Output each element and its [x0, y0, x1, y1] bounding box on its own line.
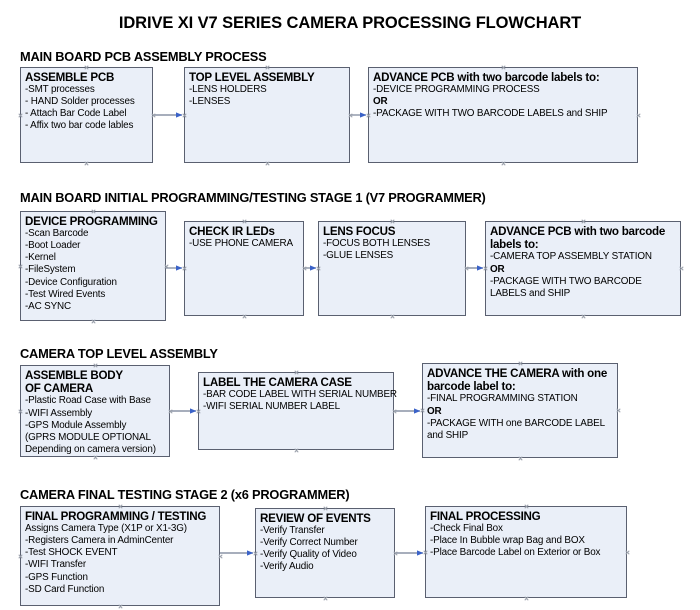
node-final-processing[interactable]: FINAL PROCESSING -Check Final Box -Place…: [425, 506, 627, 598]
node-line: -Verify Correct Number: [260, 537, 358, 549]
node-line: -GLUE LENSES: [323, 250, 394, 262]
node-line: -SMT processes: [25, 84, 95, 96]
node-assemble-pcb[interactable]: ASSEMBLE PCB -SMT processes - HAND Solde…: [20, 67, 153, 163]
node-line: -PACKAGE WITH one BARCODE LABEL and SHIP: [427, 417, 605, 441]
node-line: -Boot Loader: [25, 240, 81, 252]
node-line: Assigns Camera Type (X1P or X1-3G): [25, 523, 187, 535]
node-title: ADVANCE PCB with two barcode labels to:: [490, 225, 666, 252]
node-line: -Plastic Road Case with Base: [25, 395, 151, 407]
page-title: IDRIVE XI V7 SERIES CAMERA PROCESSING FL…: [118, 14, 582, 32]
node-lens-focus[interactable]: LENS FOCUS -FOCUS BOTH LENSES -GLUE LENS…: [318, 221, 466, 316]
node-line: OR: [373, 96, 388, 108]
node-title: FINAL PROGRAMMING / TESTING: [25, 510, 207, 523]
node-title: ASSEMBLE PCB: [25, 71, 115, 84]
node-line: -LENS HOLDERS: [189, 84, 267, 96]
node-line: -Place In Bubble wrap Bag and BOX: [430, 535, 585, 547]
node-device-programming[interactable]: DEVICE PROGRAMMING -Scan Barcode -Boot L…: [20, 211, 166, 321]
node-line: -DEVICE PROGRAMMING PROCESS: [373, 84, 540, 96]
node-review-of-events[interactable]: REVIEW OF EVENTS -Verify Transfer -Verif…: [255, 508, 395, 598]
node-line: -Verify Quality of Video: [260, 549, 357, 561]
node-line: -PACKAGE WITH TWO BARCODE LABELS and SHI…: [373, 108, 608, 120]
node-label-the-camera-case[interactable]: LABEL THE CAMERA CASE -BAR CODE LABEL WI…: [198, 372, 397, 450]
node-title: ADVANCE PCB with two barcode labels to:: [373, 71, 600, 84]
node-assemble-body-of-camera[interactable]: ASSEMBLE BODY OF CAMERA -Plastic Road Ca…: [20, 365, 170, 457]
node-line: Depending on camera version): [25, 443, 156, 455]
node-line: - Attach Bar Code Label: [25, 108, 127, 120]
section-header-camera-top-level-assembly: CAMERA TOP LEVEL ASSEMBLY: [20, 346, 218, 361]
node-line: (GPRS MODULE OPTIONAL: [25, 431, 151, 443]
node-line: -Verify Transfer: [260, 525, 325, 537]
node-line: -CAMERA TOP ASSEMBLY STATION: [490, 251, 652, 263]
node-line: OR: [490, 263, 505, 275]
node-line: - HAND Solder processes: [25, 96, 135, 108]
node-check-ir-leds[interactable]: CHECK IR LEDs -USE PHONE CAMERA: [184, 221, 304, 316]
node-line: -Registers Camera in AdminCenter: [25, 535, 174, 547]
node-line: -FOCUS BOTH LENSES: [323, 238, 431, 250]
node-line: -Kernel: [25, 252, 56, 264]
node-line: OR: [427, 405, 442, 417]
node-title: ADVANCE THE CAMERA with one barcode labe…: [427, 367, 608, 394]
node-line: -Test SHOCK EVENT: [25, 547, 118, 559]
node-title: ASSEMBLE BODY OF CAMERA: [25, 369, 123, 396]
node-title: LENS FOCUS: [323, 225, 396, 238]
node-line: -Device Configuration: [25, 276, 117, 288]
node-top-level-assembly[interactable]: TOP LEVEL ASSEMBLY -LENS HOLDERS -LENSES: [184, 67, 350, 163]
node-title: REVIEW OF EVENTS: [260, 512, 371, 525]
node-line: -Test Wired Events: [25, 288, 106, 300]
section-header-camera-final-testing-stage-2: CAMERA FINAL TESTING STAGE 2 (x6 PROGRAM…: [20, 487, 350, 502]
node-advance-camera-one-barcode-label[interactable]: ADVANCE THE CAMERA with one barcode labe…: [422, 363, 618, 458]
node-line: -Scan Barcode: [25, 228, 89, 240]
node-line: -GPS Module Assembly: [25, 419, 127, 431]
node-title: TOP LEVEL ASSEMBLY: [189, 71, 315, 84]
node-line: -GPS Function: [25, 571, 88, 583]
node-line: -WIFI SERIAL NUMBER LABEL: [203, 401, 340, 413]
node-line: -Verify Audio: [260, 561, 314, 573]
node-title: DEVICE PROGRAMMING: [25, 215, 158, 228]
node-title: FINAL PROCESSING: [430, 510, 541, 523]
node-line: -WIFI Assembly: [25, 407, 93, 419]
node-final-programming-testing[interactable]: FINAL PROGRAMMING / TESTING Assigns Came…: [20, 506, 220, 606]
node-title: CHECK IR LEDs: [189, 225, 275, 238]
node-line: -SD Card Function: [25, 583, 105, 595]
node-line: -PACKAGE WITH TWO BARCODE LABELS and SHI…: [490, 275, 642, 299]
node-line: -USE PHONE CAMERA: [189, 238, 293, 250]
node-line: -BAR CODE LABEL WITH SERIAL NUMBER: [203, 389, 397, 401]
node-title: LABEL THE CAMERA CASE: [203, 376, 352, 389]
node-line: -AC SYNC: [25, 300, 71, 312]
node-line: -FINAL PROGRAMMING STATION: [427, 393, 578, 405]
node-line: -Check Final Box: [430, 523, 503, 535]
node-advance-pcb-two-barcode-labels[interactable]: ADVANCE PCB with two barcode labels to: …: [368, 67, 638, 163]
node-advance-pcb-camera-top-assembly[interactable]: ADVANCE PCB with two barcode labels to: …: [485, 221, 681, 316]
node-line: -Place Barcode Label on Exterior or Box: [430, 547, 601, 559]
node-line: -LENSES: [189, 96, 231, 108]
node-line: -FileSystem: [25, 264, 76, 276]
node-line: -WIFI Transfer: [25, 559, 86, 571]
node-line: - Affix two bar code lables: [25, 120, 134, 132]
section-header-main-board-initial-programming: MAIN BOARD INITIAL PROGRAMMING/TESTING S…: [20, 190, 486, 205]
section-header-main-board-pcb-assembly: MAIN BOARD PCB ASSEMBLY PROCESS: [20, 49, 267, 64]
